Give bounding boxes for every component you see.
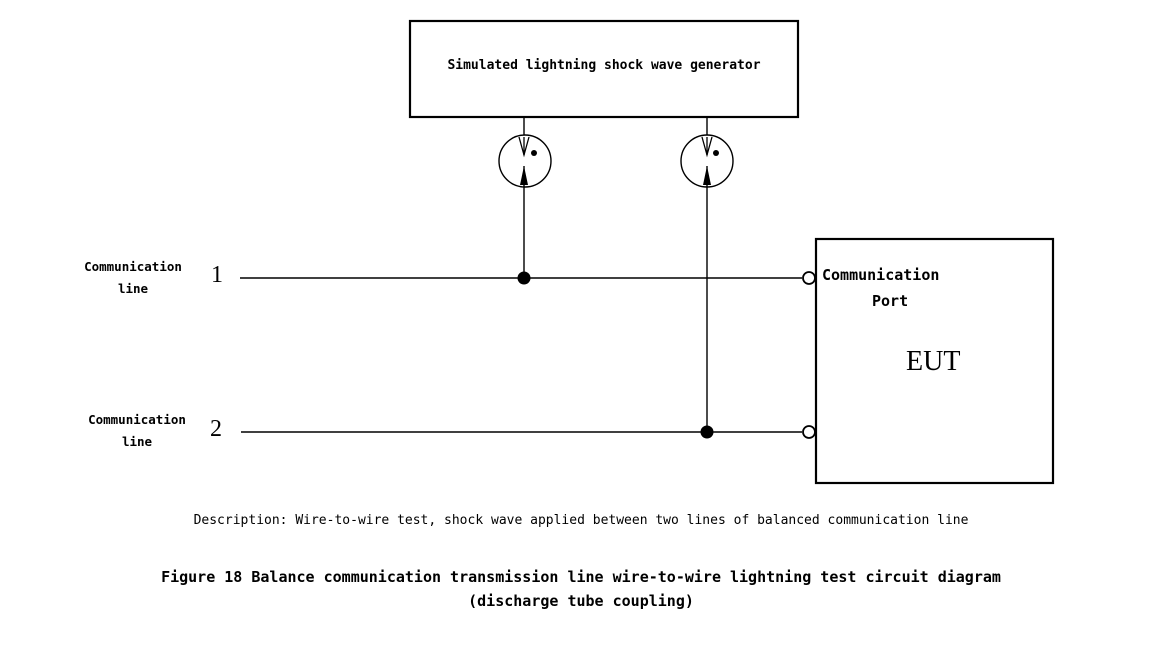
communication-port-label-top: Communication — [822, 266, 940, 284]
figure-caption-line-2: (discharge tube coupling) — [468, 592, 694, 610]
communication-line-2-label-top: Communication — [88, 412, 186, 427]
communication-line-1-number: 1 — [211, 262, 223, 288]
communication-line-1-label: Communication line — [58, 256, 208, 300]
discharge-tube-1 — [498, 117, 552, 278]
figure-caption-line-1: Figure 18 Balance communication transmis… — [161, 568, 1001, 586]
communication-line-1-label-top: Communication — [84, 259, 182, 274]
junction-dot-1 — [517, 271, 531, 285]
discharge-tube-2 — [680, 117, 734, 432]
port-terminal-1 — [802, 271, 816, 285]
communication-line-2-label-bottom: line — [121, 434, 153, 449]
eut-box — [814, 237, 1055, 485]
communication-line-2-number: 2 — [210, 416, 222, 442]
port-terminal-2 — [802, 425, 816, 439]
generator-label: Simulated lightning shock wave generator — [447, 58, 761, 73]
figure-caption: Figure 18 Balance communication transmis… — [0, 565, 1162, 613]
communication-line-1-label-bottom: line — [117, 281, 149, 296]
communication-port-label: Communication Port — [822, 262, 939, 314]
communication-line-2-label: Communication line — [62, 409, 212, 453]
junction-dot-2 — [700, 425, 714, 439]
communication-port-label-bottom: Port — [872, 292, 909, 310]
generator-box — [408, 19, 800, 119]
eut-label: EUT — [906, 346, 961, 377]
figure-description: Description: Wire-to-wire test, shock wa… — [193, 513, 969, 528]
